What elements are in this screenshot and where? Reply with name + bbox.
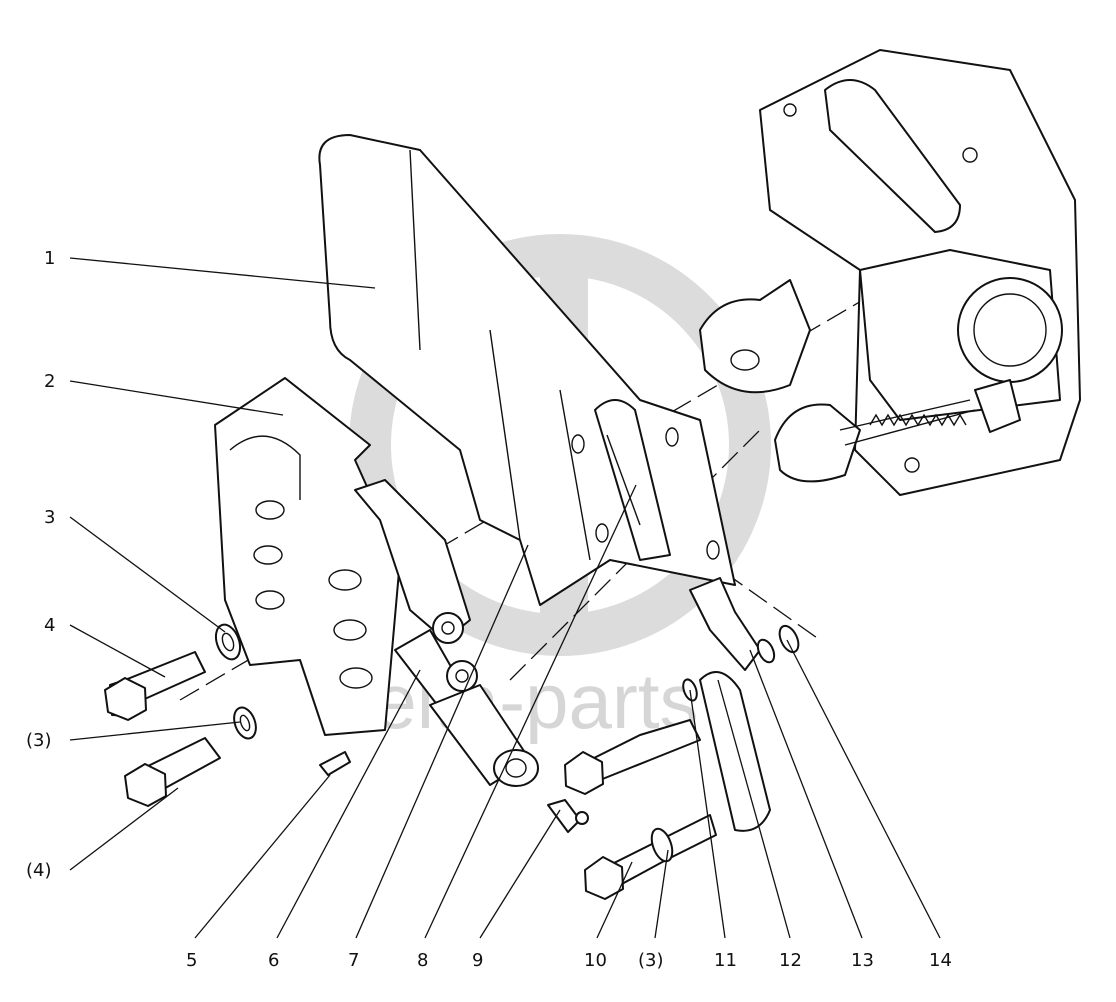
callout-6: 6 bbox=[268, 950, 279, 971]
callout-7: 7 bbox=[348, 950, 359, 971]
callout-3-ref-b: (3) bbox=[638, 950, 664, 971]
part-2-block bbox=[214, 377, 471, 736]
callout-8: 8 bbox=[417, 950, 428, 971]
callout-14: 14 bbox=[929, 950, 952, 971]
callout-3-ref: (3) bbox=[26, 730, 52, 751]
callout-2: 2 bbox=[44, 371, 55, 392]
part-6-7-levers bbox=[394, 612, 478, 716]
callout-labels: 1 2 3 4 (3) (4) 5 6 7 8 9 10 (3) 11 12 1… bbox=[26, 248, 952, 971]
callout-4: 4 bbox=[44, 615, 55, 636]
watermark-text: delta-parts bbox=[330, 657, 699, 745]
mechanism-housing bbox=[699, 49, 1081, 496]
callout-9: 9 bbox=[472, 950, 483, 971]
bolts-left bbox=[104, 623, 257, 807]
parts-10-14-right bbox=[564, 577, 800, 900]
callout-4-ref: (4) bbox=[26, 860, 52, 881]
callout-5: 5 bbox=[186, 950, 197, 971]
part-8-bush bbox=[429, 684, 539, 787]
callout-11: 11 bbox=[714, 950, 737, 971]
callout-3: 3 bbox=[44, 507, 55, 528]
part-1-bracket bbox=[318, 134, 736, 606]
leader-lines bbox=[69, 257, 941, 939]
callout-10: 10 bbox=[584, 950, 607, 971]
callout-12: 12 bbox=[779, 950, 802, 971]
part-9-grease-nipple bbox=[547, 799, 589, 833]
part-5-screw bbox=[319, 751, 351, 776]
callout-1: 1 bbox=[44, 248, 55, 269]
callout-13: 13 bbox=[851, 950, 874, 971]
